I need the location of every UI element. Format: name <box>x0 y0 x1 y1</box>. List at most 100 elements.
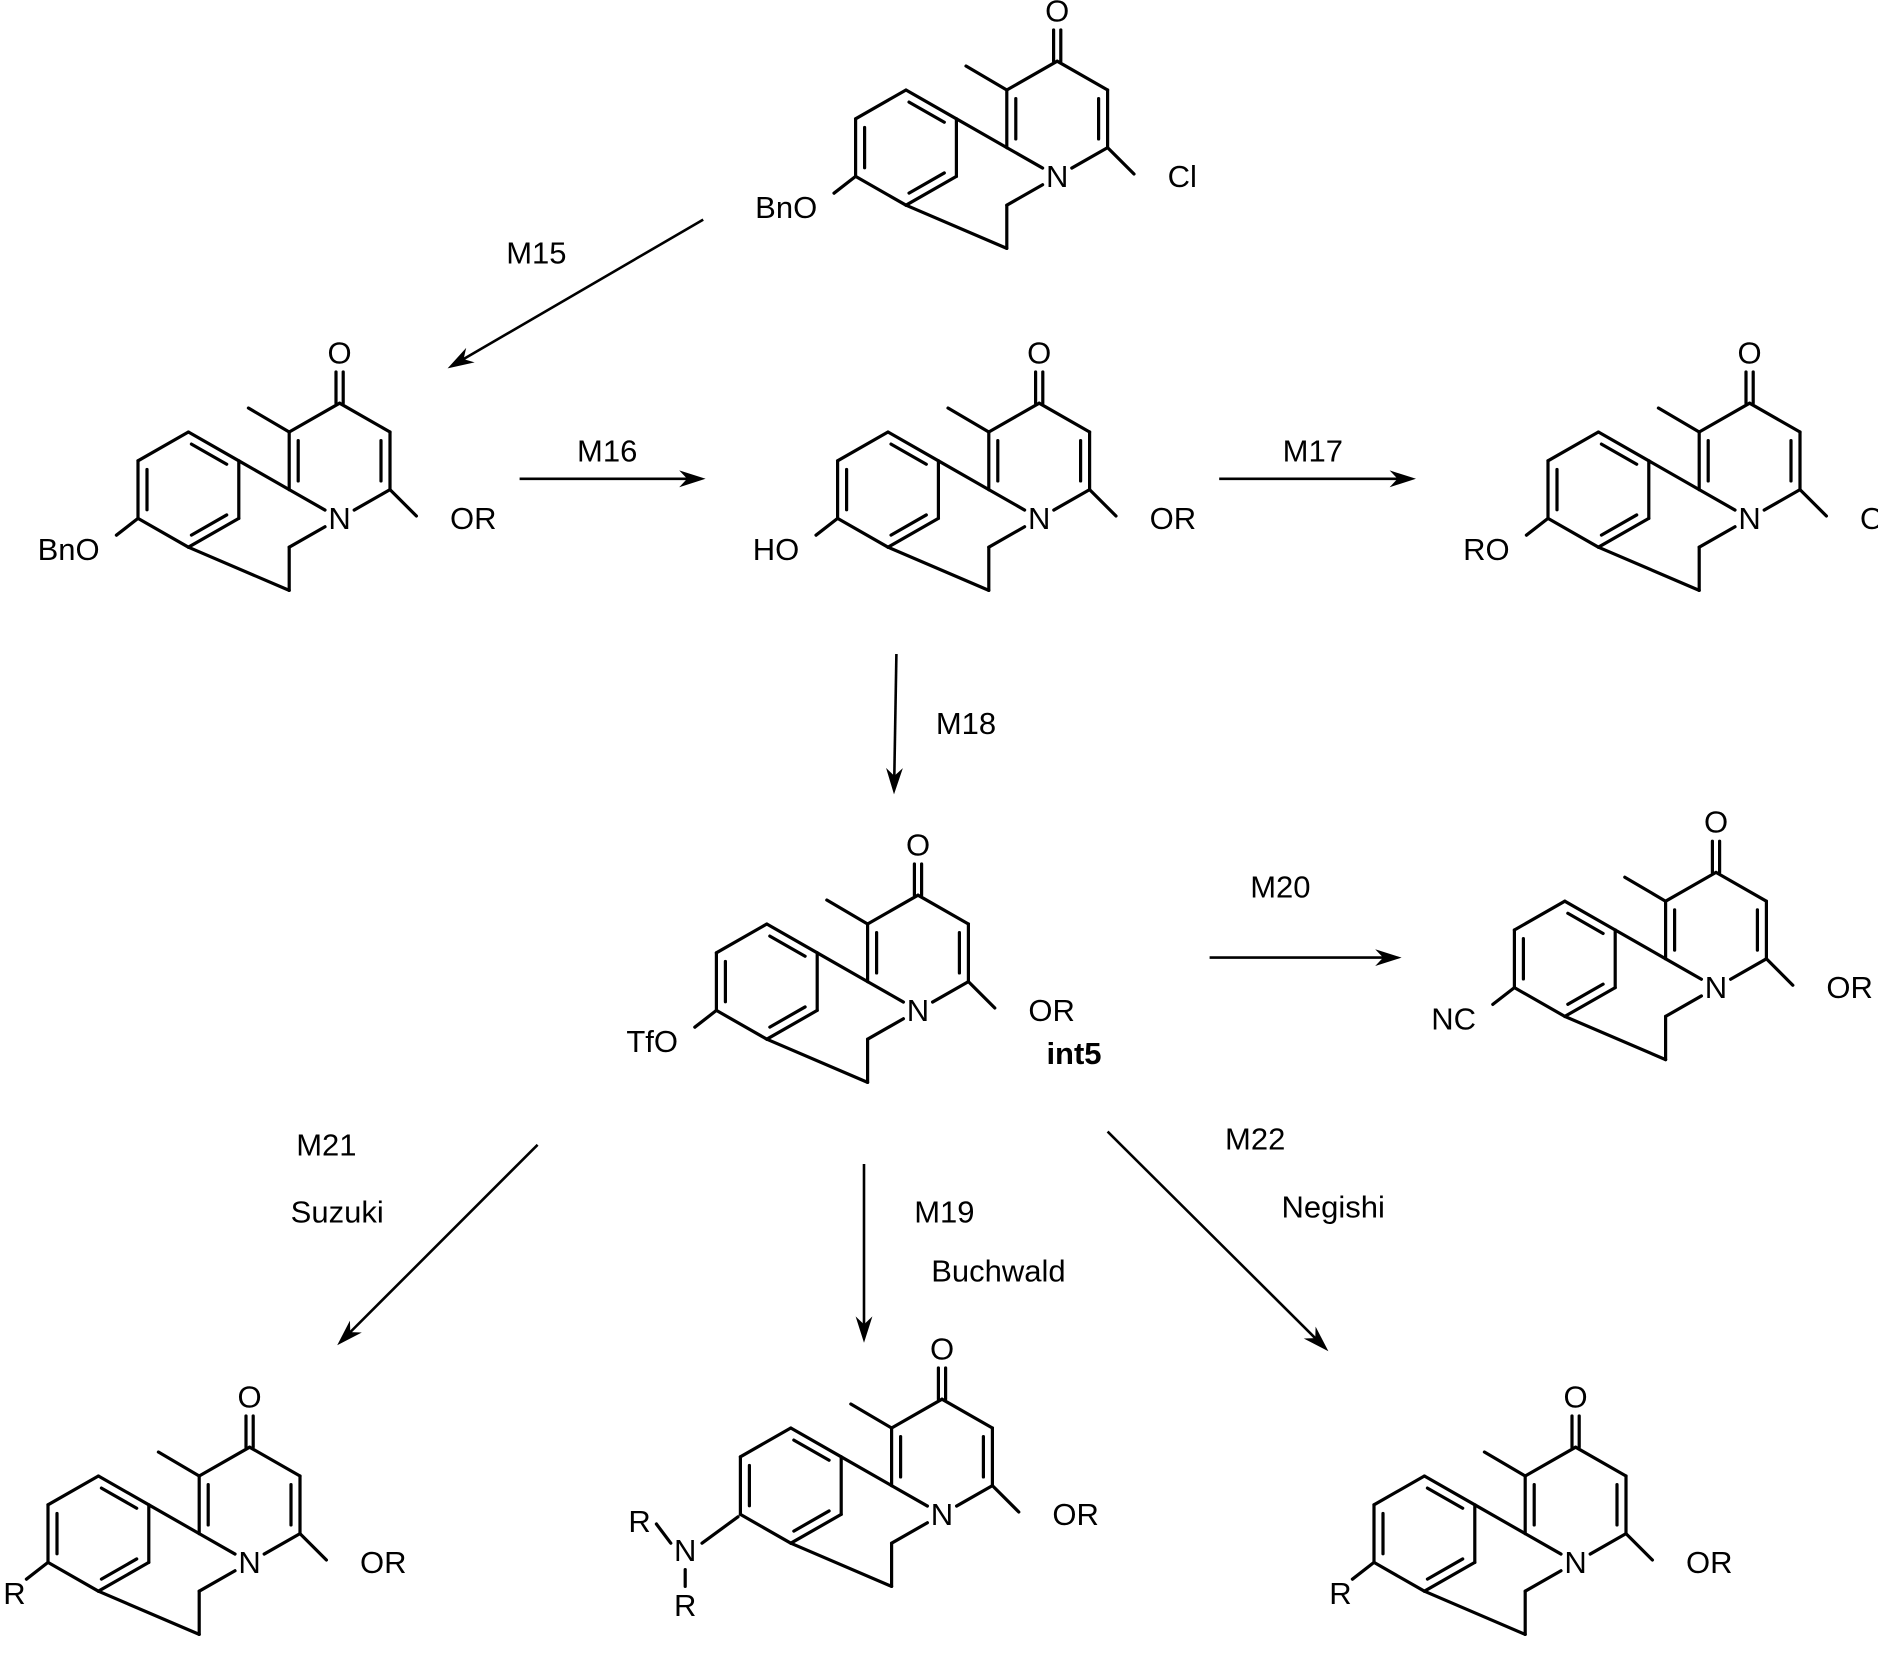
bond <box>989 527 1025 547</box>
arrow-m22: M22Negishi <box>1108 1121 1385 1351</box>
bond <box>888 547 989 590</box>
bond <box>791 1543 892 1586</box>
bond <box>1514 901 1564 930</box>
bond <box>1548 518 1598 547</box>
bond <box>716 1010 766 1039</box>
bond <box>1626 1534 1652 1560</box>
bond <box>1039 403 1089 432</box>
bond <box>1007 148 1043 168</box>
bond <box>199 1571 235 1591</box>
amine-r1: R <box>628 1504 650 1539</box>
bond <box>794 1511 829 1531</box>
aryl-substituent: BnO <box>38 532 100 567</box>
pyridone-substituent: OR <box>1860 501 1878 536</box>
bond <box>1493 988 1515 1005</box>
compound-negishi-product: ONORR <box>1329 1379 1732 1634</box>
carbonyl-oxygen: O <box>238 1379 262 1414</box>
bond <box>856 90 906 119</box>
bond <box>1666 996 1702 1016</box>
arrow-label-m18-0: M18 <box>936 706 996 741</box>
bond <box>1374 1562 1424 1591</box>
ring-nitrogen: N <box>931 1497 953 1532</box>
arrow-label-m20-0: M20 <box>1250 869 1310 904</box>
bond <box>1565 1016 1666 1059</box>
bond <box>101 1559 136 1579</box>
bond <box>1054 490 1090 510</box>
bond <box>892 1486 928 1506</box>
bond <box>841 1457 891 1486</box>
bond <box>116 518 138 535</box>
bond <box>188 547 289 590</box>
aryl-substituent: BnO <box>755 190 817 225</box>
arrow-m17: M17 <box>1219 434 1416 488</box>
bond <box>250 1447 300 1476</box>
bond <box>868 982 904 1002</box>
bond <box>1484 1452 1525 1476</box>
aryl-substituent: R <box>3 1576 25 1611</box>
pyridone-substituent: OR <box>1150 501 1197 536</box>
arrow-label-m22-1: Negishi <box>1282 1190 1385 1225</box>
bond <box>199 1447 249 1476</box>
bond <box>1427 1559 1462 1579</box>
arrow-label-m16-0: M16 <box>577 434 637 469</box>
pyridone-substituent: Cl <box>1168 159 1197 194</box>
bond <box>918 895 968 924</box>
bond <box>1427 1488 1462 1508</box>
bond <box>838 432 888 461</box>
bond <box>838 518 888 547</box>
ring-nitrogen: N <box>1705 970 1727 1005</box>
ring-nitrogen: N <box>1564 1545 1586 1580</box>
bond <box>1057 61 1107 90</box>
pyridone-substituent: OR <box>1826 970 1873 1005</box>
arrow-shaft <box>461 220 703 361</box>
bond <box>1352 1562 1374 1579</box>
bond <box>1007 185 1043 205</box>
bond <box>1525 1534 1561 1554</box>
bond <box>289 527 325 547</box>
ring-nitrogen: N <box>1738 501 1760 536</box>
bond <box>1007 61 1057 90</box>
compound-int5: ONORTfOint5 <box>626 827 1101 1082</box>
bond <box>817 953 867 982</box>
bond <box>1525 1447 1575 1476</box>
aryl-substituent: R <box>1329 1576 1351 1611</box>
bond <box>892 1523 928 1543</box>
arrow-m20: M20 <box>1210 869 1402 966</box>
arrow-label-m19-0: M19 <box>914 1195 974 1230</box>
bond <box>794 1440 829 1460</box>
bond <box>101 1488 136 1508</box>
carbonyl-oxygen: O <box>1027 335 1051 370</box>
bond <box>767 1039 868 1082</box>
aryl-substituent: NC <box>1431 1001 1476 1036</box>
compound-phenol: ONORHO <box>753 335 1196 590</box>
bond <box>1514 988 1564 1017</box>
arrow-label-m22-0: M22 <box>1225 1121 1285 1156</box>
ring-nitrogen: N <box>1028 501 1050 536</box>
bond <box>816 518 838 535</box>
bond <box>264 1534 300 1554</box>
bond <box>1800 490 1826 516</box>
bond <box>702 1517 738 1543</box>
bond <box>827 900 868 924</box>
bond <box>199 1534 235 1554</box>
bond <box>1598 547 1699 590</box>
arrow-m18: M18 <box>886 654 996 794</box>
bond <box>656 1524 670 1543</box>
bond <box>289 490 325 510</box>
pyridone-substituent: OR <box>1028 993 1075 1028</box>
bond <box>48 1562 98 1591</box>
ring-nitrogen: N <box>328 501 350 536</box>
bond <box>1590 1534 1626 1554</box>
bond <box>340 403 390 432</box>
bond <box>948 408 989 432</box>
bond <box>1525 1571 1561 1591</box>
bond <box>892 1399 942 1428</box>
bond <box>856 176 906 205</box>
bond <box>138 518 188 547</box>
bond <box>770 1007 805 1027</box>
ring-nitrogen: N <box>907 993 929 1028</box>
arrow-shaft <box>894 654 896 779</box>
bond <box>716 924 766 953</box>
bond <box>956 119 1006 148</box>
bond <box>158 1452 199 1476</box>
